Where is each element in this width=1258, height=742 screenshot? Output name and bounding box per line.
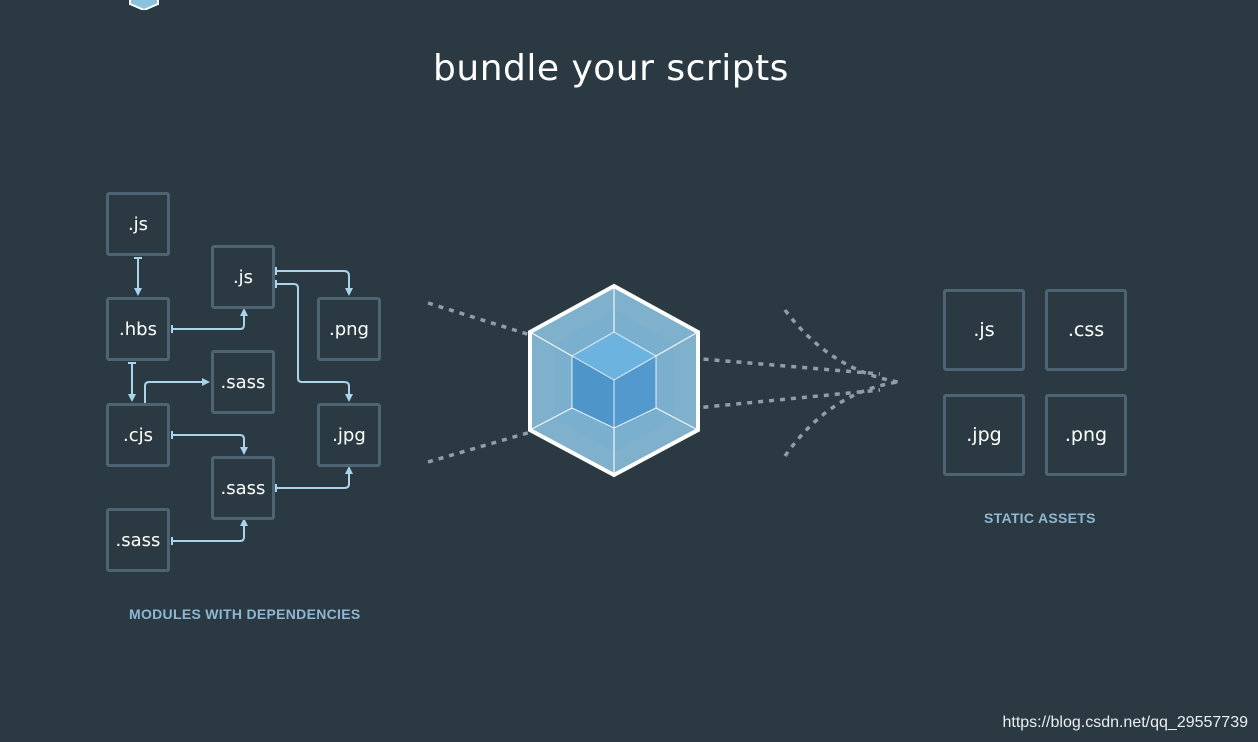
module-box-js-1: .js bbox=[106, 192, 170, 256]
arrow-js-to-jpg bbox=[275, 280, 353, 402]
dashed-output-2 bbox=[571, 388, 881, 422]
webpack-cube-icon bbox=[528, 283, 700, 478]
asset-box-png: .png bbox=[1045, 394, 1127, 476]
module-box-png: .png bbox=[317, 297, 381, 361]
module-box-sass-1: .sass bbox=[211, 350, 275, 414]
asset-box-js: .js bbox=[943, 289, 1025, 371]
module-box-js-2: .js bbox=[211, 245, 275, 309]
assets-caption: STATIC ASSETS bbox=[984, 510, 1096, 526]
asset-box-jpg: .jpg bbox=[943, 394, 1025, 476]
arrow-hbs-to-js bbox=[171, 308, 248, 333]
module-box-cjs: .cjs bbox=[106, 403, 170, 467]
module-box-jpg: .jpg bbox=[317, 403, 381, 467]
module-box-sass-3: .sass bbox=[106, 508, 170, 572]
module-box-hbs: .hbs bbox=[106, 297, 170, 361]
arrow-js-to-png bbox=[275, 267, 353, 296]
page-title: bundle your scripts bbox=[433, 48, 789, 89]
dashed-output-1 bbox=[571, 346, 881, 376]
dashed-output-curve-bottom bbox=[783, 380, 899, 458]
watermark: https://blog.csdn.net/qq_29557739 bbox=[1002, 714, 1248, 731]
arrow-cjs-to-sass bbox=[141, 378, 210, 405]
modules-caption: MODULES WITH DEPENDENCIES bbox=[129, 606, 361, 622]
webpack-logo-icon[interactable] bbox=[128, 0, 160, 10]
arrow-cjs-to-sass-mid bbox=[171, 431, 248, 455]
dashed-output-curve-top bbox=[783, 308, 899, 384]
module-box-sass-2: .sass bbox=[211, 456, 275, 520]
asset-box-css: .css bbox=[1045, 289, 1127, 371]
arrow-sass-to-sass bbox=[171, 518, 248, 545]
arrow-sass-to-jpg bbox=[275, 466, 353, 492]
